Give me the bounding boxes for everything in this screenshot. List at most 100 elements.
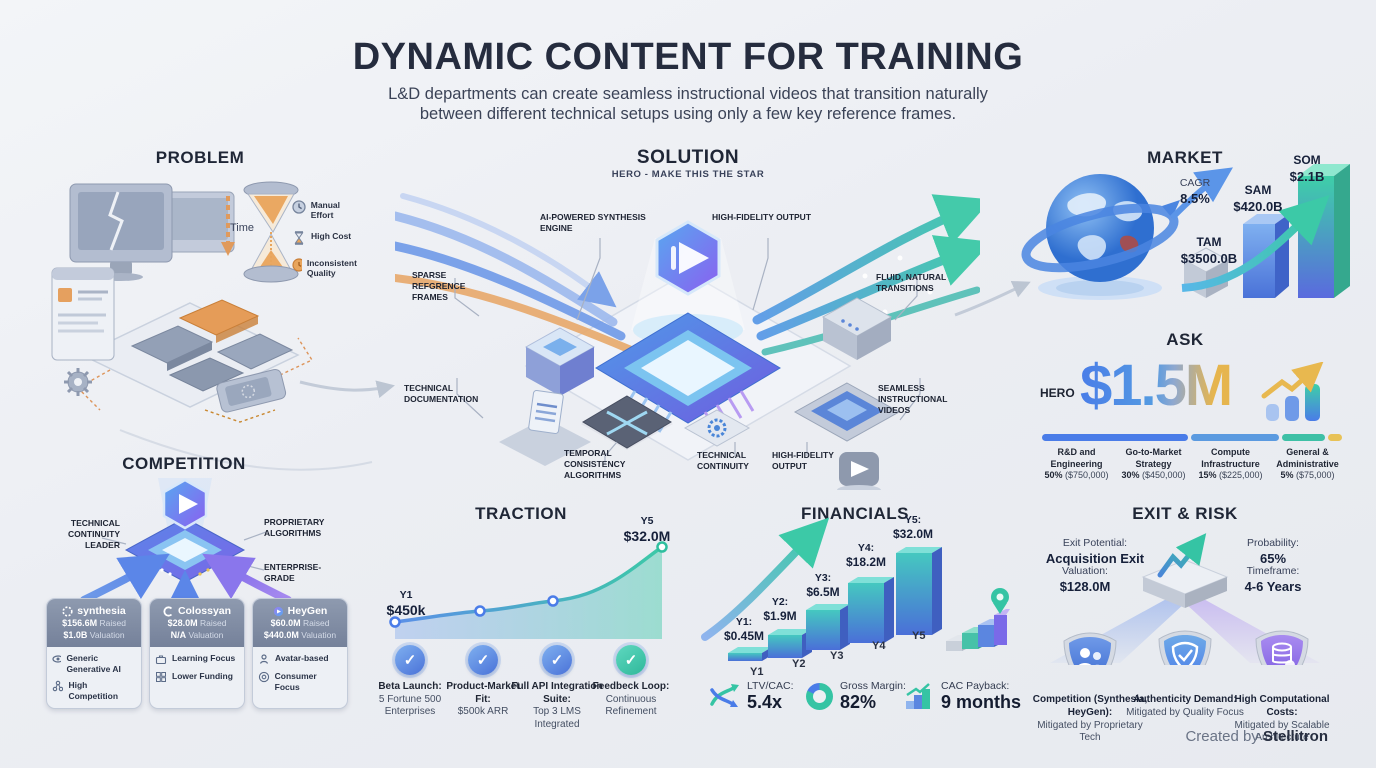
competition-network-icon — [52, 680, 64, 692]
market-som: SOM $2.1B — [1272, 152, 1342, 186]
svg-text:Y1: Y1 — [750, 666, 763, 675]
gross-margin-donut-icon — [806, 682, 833, 710]
allocation-ga: General & Administrative 5% ($75,000) — [1276, 447, 1339, 481]
stairs-icon — [946, 609, 1010, 651]
solution-label-sparse: SPARSE REFGRENCE FRAMES — [412, 270, 466, 303]
browser-window-icon — [51, 267, 115, 361]
stat-exit-potential: Exit Potential: Acquisition Exit — [1045, 537, 1145, 567]
allocation-segment-ga — [1328, 434, 1342, 441]
svg-text:Y2: Y2 — [792, 658, 805, 670]
gear-icon — [64, 368, 92, 396]
ltv-cac-arrows-icon — [710, 684, 739, 708]
clock-icon — [292, 200, 306, 214]
competitor-card-colossyan: Colossyan $28.0M Raised N/A Valuation Le… — [149, 598, 245, 710]
allocation-segment-rd — [1042, 434, 1188, 441]
traction-start-label: Y1 $450k — [386, 589, 426, 618]
kpi-cac-payback: CAC Payback: 9 months — [904, 680, 1021, 712]
tam-label: TAM — [1196, 235, 1222, 249]
synthesia-logo-icon — [62, 605, 73, 617]
ask-hero-label: HERO — [1040, 386, 1075, 400]
milestone-check-badge: ✓ — [542, 645, 572, 675]
problem-illustration — [51, 181, 314, 423]
market-illustration — [1021, 164, 1350, 300]
colossyan-logo-icon — [163, 605, 173, 617]
footer-credit: Created by Stellitron — [1185, 728, 1328, 745]
ask-allocation-labels: R&D and Engineering 50% ($750,000) Go-to… — [1038, 447, 1346, 482]
allocation-compute: Compute Infrastructure 15% ($225,000) — [1198, 447, 1263, 481]
solution-label-videos: SEAMLESS INSTRUCTIONAL VIDEOS — [878, 383, 948, 416]
market-tam: TAM $3500.0B — [1169, 234, 1249, 268]
competitor-card-synthesia: synthesia $156.6M Raised $1.0B Valuation… — [46, 598, 142, 710]
competitor-name: Colossyan — [177, 605, 232, 617]
fin-callout-y3: Y3: $6.5M — [806, 572, 840, 599]
page-title: DYNAMIC CONTENT FOR TRAINING — [352, 36, 1024, 78]
shield-authenticity-icon — [1158, 630, 1212, 665]
traction-end-label: Y5 $32.0M — [623, 515, 671, 544]
milestone-beta-launch: Beta Launch: 5 Fortune 500 Enterprises — [378, 681, 442, 717]
ask-mini-chart-icon — [1261, 362, 1324, 421]
ask-allocation-bar — [1042, 434, 1342, 441]
fin-callout-y4: Y4: $18.2M — [845, 542, 887, 569]
exit-platform — [1141, 559, 1229, 608]
generative-ai-icon — [52, 655, 62, 663]
competition-illustration — [80, 478, 292, 600]
page-subtitle-line1: L&D departments can create seamless inst… — [388, 85, 988, 103]
market-sam: SAM $420.0B — [1218, 182, 1298, 216]
kpi-ltv-cac: LTV/CAC: 5.4x — [708, 680, 793, 712]
solution-label-temporal: TEMPORAL CONSISTENCY ALGORITHMS — [564, 448, 626, 481]
consumer-at-icon — [258, 671, 270, 683]
competition-hexagon-icon — [162, 478, 208, 530]
allocation-gtm: Go-to-Market Strategy 30% ($450,000) — [1121, 447, 1186, 481]
legend-item-manual-effort: Manual Effort — [292, 200, 364, 220]
allocation-rd: R&D and Engineering 50% ($750,000) — [1044, 447, 1109, 481]
quality-warning-icon — [292, 258, 302, 272]
stat-timeframe: Timeframe: 4-6 Years — [1244, 565, 1302, 595]
heygen-logo-icon — [273, 606, 283, 616]
hourglass-icon — [243, 181, 299, 283]
milestone-api-suite: Full API Integration Suite: Top 3 LMS In… — [511, 681, 603, 730]
legend-label: Manual Effort — [310, 200, 341, 221]
market-heading: MARKET — [1147, 148, 1223, 167]
page-subtitle-line2: between different technical setups using… — [419, 105, 957, 123]
svg-text:Y4: Y4 — [872, 640, 886, 652]
som-value: $2.1B — [1289, 169, 1325, 185]
document-stack-icon — [499, 389, 591, 466]
exit-growth-arrow — [1157, 533, 1207, 578]
ask-heading: ASK — [1166, 330, 1204, 349]
solution-label-output-bottom: HIGH-FIDELITY OUTPUT — [772, 450, 834, 472]
cagr-value: 8.5% — [1180, 191, 1210, 207]
solution-heading: SOLUTION — [636, 147, 740, 168]
sam-value: $420.0B — [1233, 199, 1283, 215]
kpi-gross-margin: Gross Margin: 82% — [806, 680, 906, 712]
input-streams — [395, 193, 635, 354]
competition-callout-proprietary: PROPRIETARY ALGORITHMS — [264, 517, 325, 539]
milestone-feedback-loop: Feedbeck Loop: Continuous Refinement — [592, 681, 670, 717]
competitor-cards: synthesia $156.6M Raised $1.0B Valuation… — [46, 598, 348, 710]
allocation-segment-gtm — [1190, 434, 1279, 441]
fin-callout-y1: Y1: $0.45M — [723, 616, 765, 643]
output-cube-icon — [821, 297, 893, 360]
svg-text:Y3: Y3 — [830, 650, 843, 662]
payback-stairs-icon — [906, 683, 930, 710]
fin-callout-y5: Y5: $32.0M — [892, 514, 934, 541]
play-hexagon-icon — [655, 220, 721, 296]
shield-costs-icon — [1255, 630, 1309, 665]
shield-competition-icon — [1063, 632, 1117, 665]
location-pin-icon — [991, 588, 1009, 614]
competition-callout-enterprise: ENTERPRISE-GRADE — [264, 562, 322, 584]
stat-valuation: Valuation: $128.0M — [1059, 565, 1111, 595]
solution-label-output-top: HIGH-FIDELITY OUTPUT — [712, 212, 812, 222]
solution-illustration — [395, 193, 980, 490]
tam-value: $3500.0B — [1180, 251, 1238, 267]
stat-probability: Probability: 65% — [1247, 537, 1299, 567]
milestone-check-badge: ✓ — [468, 645, 498, 675]
allocation-segment-compute — [1281, 434, 1326, 441]
milestone-product-market-fit: Product-Market Fit: $500k ARR — [446, 681, 520, 717]
solution-label-docs: TECHNICAL DOCUMENTATION — [404, 383, 479, 405]
broken-monitor-icon — [69, 183, 235, 281]
funding-grid-icon — [156, 671, 166, 682]
milestone-check-badge: ✓ — [616, 645, 646, 675]
